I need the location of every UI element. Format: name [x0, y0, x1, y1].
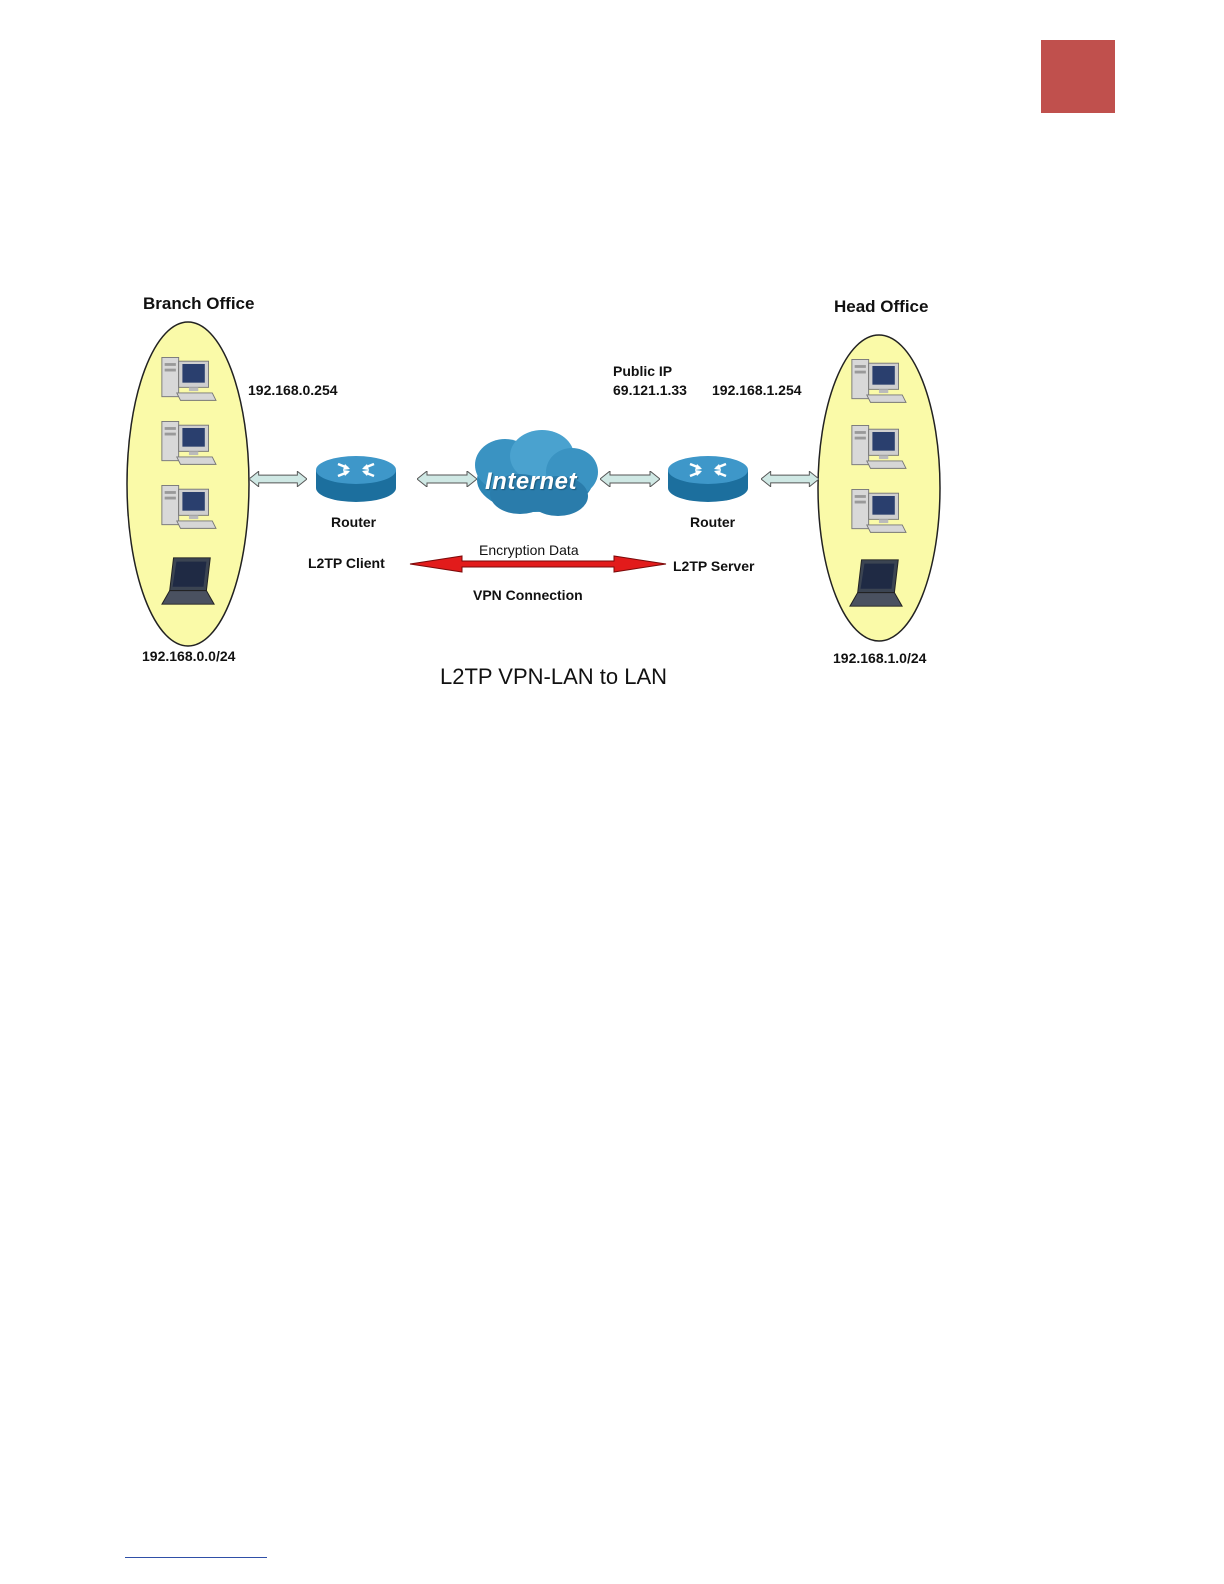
branch-router-label: Router — [331, 514, 376, 530]
branch-subnet: 192.168.0.0/24 — [142, 648, 235, 664]
public-ip-label: Public IP — [613, 363, 672, 379]
internet-link-arrow — [600, 471, 660, 487]
head-subnet: 192.168.1.0/24 — [833, 650, 926, 666]
l2tp-client-label: L2TP Client — [308, 555, 385, 571]
internet-link-arrow — [417, 471, 477, 487]
public-ip-value: 69.121.1.33 — [613, 382, 687, 398]
corner-tab — [1041, 40, 1115, 113]
desktop-pc-icon — [852, 425, 906, 468]
desktop-pc-icon — [162, 357, 216, 400]
lan-link-arrow — [249, 471, 307, 486]
network-diagram: Branch Office Head Office 192.168.0.254 … — [110, 290, 970, 700]
lan-link-arrow — [761, 471, 819, 486]
desktop-pc-icon — [852, 359, 906, 402]
vpn-connection-label: VPN Connection — [473, 587, 583, 603]
internet-label: Internet — [485, 468, 577, 496]
head-router-label: Router — [690, 514, 735, 530]
router-icon — [668, 456, 748, 502]
vpn-connection-arrow — [410, 556, 666, 572]
desktop-pc-icon — [162, 485, 216, 528]
head-gateway-ip: 192.168.1.254 — [712, 382, 802, 398]
encryption-data-label: Encryption Data — [479, 542, 579, 558]
footer-rule — [125, 1557, 267, 1558]
diagram-caption: L2TP VPN-LAN to LAN — [440, 664, 667, 690]
desktop-pc-icon — [852, 489, 906, 532]
branch-gateway-ip: 192.168.0.254 — [248, 382, 338, 398]
head-office-title: Head Office — [834, 299, 928, 315]
l2tp-server-label: L2TP Server — [673, 558, 754, 574]
desktop-pc-icon — [162, 421, 216, 464]
branch-office-title: Branch Office — [143, 296, 254, 312]
router-icon — [316, 456, 396, 502]
